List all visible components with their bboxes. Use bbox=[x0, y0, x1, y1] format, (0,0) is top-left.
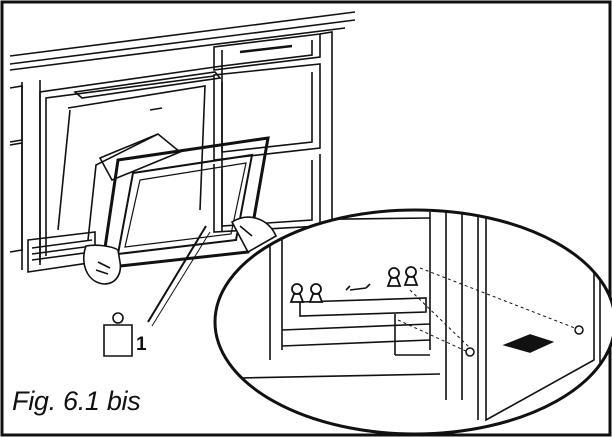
screw-icon bbox=[465, 325, 584, 357]
detail-magnifier bbox=[213, 208, 612, 436]
weight-icon bbox=[103, 312, 133, 357]
figure-caption: Fig. 6.1 bis bbox=[12, 386, 141, 416]
callout-number: 1 bbox=[136, 334, 147, 355]
hook-symbols bbox=[289, 266, 419, 303]
leader-line bbox=[147, 225, 207, 323]
hand-icon bbox=[82, 216, 278, 285]
oven-cavity bbox=[27, 65, 223, 273]
